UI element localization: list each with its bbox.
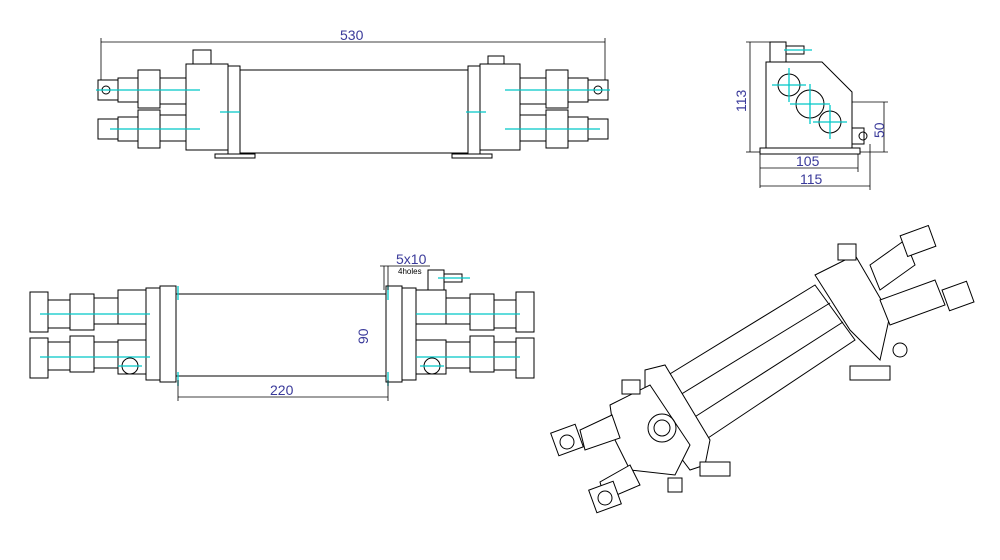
dimension-label-220: 220 (270, 382, 294, 398)
isometric-view (550, 224, 975, 514)
dimension-105: 105 (759, 153, 859, 188)
dimension-label-90: 90 (355, 328, 371, 344)
dimension-90: 90 (355, 328, 371, 344)
dimension-label-50: 50 (871, 122, 887, 138)
dimension-label-113: 113 (733, 89, 749, 112)
end-view: 113 50 105 115 (733, 41, 888, 190)
top-view: 530 (96, 27, 610, 159)
dimension-5x10: 5x10 4holes (380, 251, 430, 290)
dimension-220: 220 (177, 380, 389, 401)
dimension-115: 115 (760, 144, 871, 190)
dimension-label-105: 105 (796, 153, 820, 169)
dimension-50: 50 (852, 101, 888, 153)
dimension-label-5x10: 5x10 (396, 251, 427, 267)
dimension-530: 530 (100, 27, 606, 80)
plan-view: 5x10 4holes 90 220 (29, 251, 535, 401)
cylinder-body (237, 69, 471, 154)
dimension-label-115: 115 (800, 171, 823, 187)
dimension-label-530: 530 (340, 27, 364, 43)
dimension-113: 113 (733, 41, 770, 153)
cylinder-body-plan (175, 293, 387, 377)
slot-note: 4holes (398, 267, 422, 276)
